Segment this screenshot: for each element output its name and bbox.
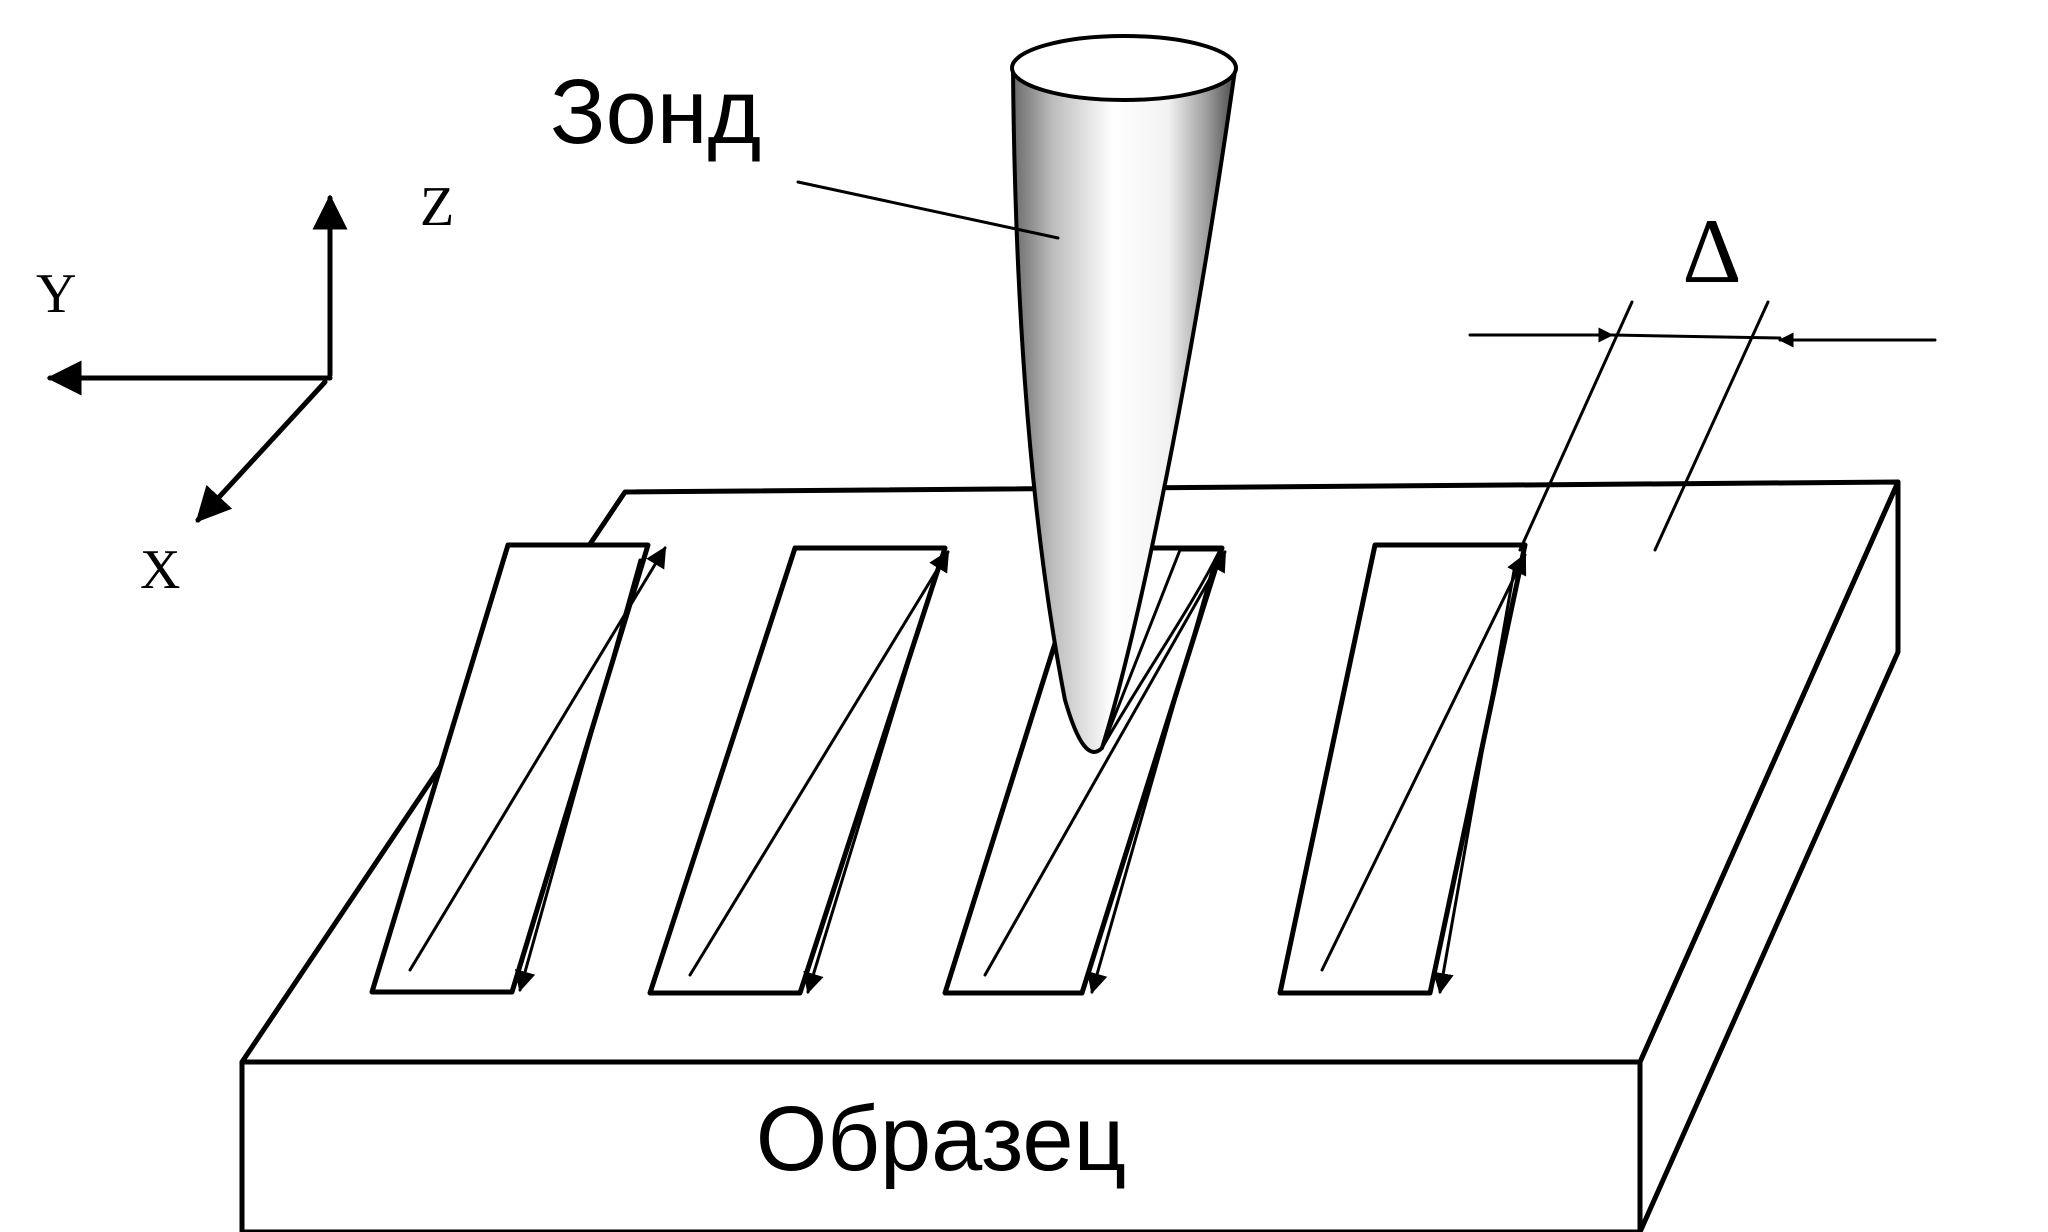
sample-label: Образец — [756, 1088, 1127, 1190]
delta-label: Δ — [1682, 200, 1741, 302]
scan-up-arrow-4 — [1320, 553, 1527, 972]
probe-leader-line — [796, 180, 1060, 240]
delta-extension-right — [1653, 300, 1770, 552]
delta-dimension: Δ — [1468, 200, 1937, 552]
probe-top-ellipse — [1010, 34, 1238, 102]
coordinate-axes: Z Y X — [36, 176, 454, 601]
delta-extension-left — [1518, 300, 1634, 552]
delta-span-line — [1610, 333, 1782, 340]
probe-tip-shadow — [1100, 548, 1223, 749]
x-axis-arrow — [195, 379, 328, 523]
probe-label: Зонд — [550, 61, 761, 163]
scan-strip-2 — [647, 545, 948, 996]
scan-down-arrow-1 — [514, 558, 642, 993]
scan-down-arrow-2 — [803, 558, 942, 995]
axis-z-label: Z — [420, 176, 454, 238]
scan-down-arrow-4 — [1432, 563, 1517, 995]
scan-strip-4 — [1277, 542, 1528, 996]
axis-x-label: X — [140, 539, 180, 601]
sample-front-face — [239, 1059, 1643, 1232]
scan-strip-1 — [369, 542, 651, 995]
scan-down-arrow-3 — [1087, 558, 1217, 995]
scan-up-arrow-2 — [688, 550, 950, 977]
probe: Зонд — [550, 34, 1238, 754]
scan-up-arrow-3 — [983, 550, 1227, 977]
probe-cone-body — [1010, 68, 1238, 754]
axis-y-label: Y — [36, 263, 76, 325]
scan-path-arrows — [408, 546, 1527, 995]
